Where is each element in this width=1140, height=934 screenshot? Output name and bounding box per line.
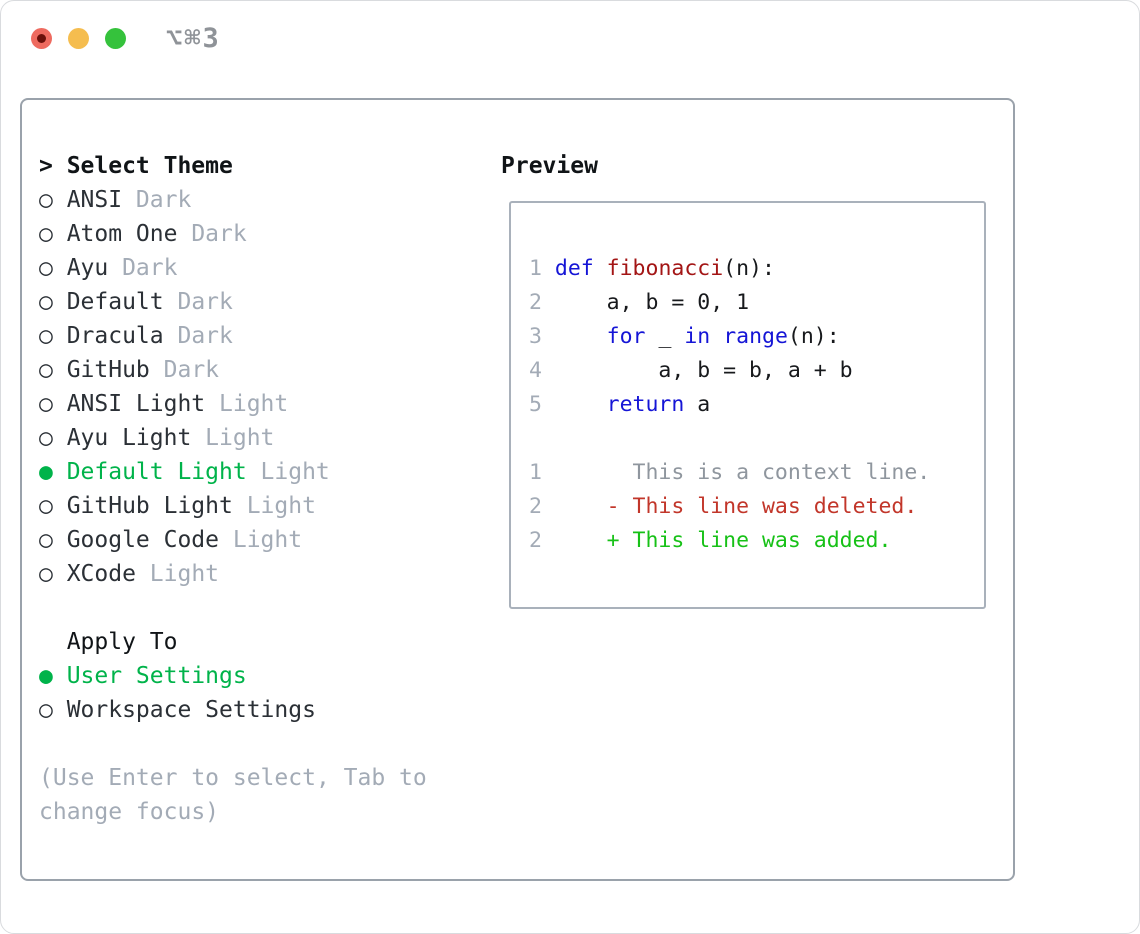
theme-variant: Light [246, 493, 316, 519]
zoom-button[interactable] [105, 28, 126, 49]
minimize-button[interactable] [68, 28, 89, 49]
diff-deleted-line: 2 - This line was deleted. [529, 490, 984, 524]
code-line-4: 4 a, b = b, a + b [529, 354, 984, 388]
theme-name: Default [66, 289, 164, 315]
apply-option-label: Workspace Settings [66, 697, 316, 723]
theme-option-ansi-dark[interactable]: ○ ANSI Dark [39, 183, 427, 217]
line-number: 4 [529, 358, 542, 383]
theme-option-dracula-dark[interactable]: ○ Dracula Dark [39, 319, 427, 353]
theme-variant: Light [149, 561, 220, 587]
radio-icon: ○ [39, 221, 53, 247]
line-number: 2 [529, 290, 542, 315]
theme-option-ayu-dark[interactable]: ○ Ayu Dark [39, 251, 427, 285]
radio-icon: ○ [39, 697, 53, 723]
theme-variant: Dark [191, 221, 247, 247]
theme-option-default-light[interactable]: ● Default Light Light [39, 455, 427, 489]
theme-name: Atom One [66, 221, 178, 247]
theme-variant: Light [232, 527, 303, 553]
theme-name: Ayu Light [66, 425, 192, 451]
theme-option-github-light[interactable]: ○ GitHub Light Light [39, 489, 427, 523]
diff-added-line: 2 + This line was added. [529, 524, 984, 558]
theme-name: XCode [66, 561, 136, 587]
theme-variant: Light [260, 459, 330, 485]
line-number: 5 [529, 392, 542, 417]
apply-to-title: Apply To [66, 629, 178, 655]
apply-option-workspace-settings[interactable]: ○ Workspace Settings [39, 693, 427, 727]
radio-icon: ○ [39, 425, 53, 451]
radio-selected-icon: ● [39, 663, 53, 689]
theme-option-github-dark[interactable]: ○ GitHub Dark [39, 353, 427, 387]
theme-name: Dracula [66, 323, 164, 349]
theme-option-ayu-light[interactable]: ○ Ayu Light Light [39, 421, 427, 455]
theme-name: GitHub Light [66, 493, 233, 519]
spacer [39, 591, 427, 625]
titlebar: ⌥⌘3 [31, 23, 221, 54]
spacer [529, 422, 984, 456]
line-number: 2 [529, 494, 542, 519]
hint-text-line-1: (Use Enter to select, Tab to [39, 765, 427, 791]
theme-option-default-dark[interactable]: ○ Default Dark [39, 285, 427, 319]
theme-option-ansi-light[interactable]: ○ ANSI Light Light [39, 387, 427, 421]
radio-icon: ○ [39, 323, 53, 349]
window-title: ⌥⌘3 [166, 23, 221, 54]
code-line-3: 3 for _ in range(n): [529, 320, 984, 354]
cursor-icon: > [39, 153, 53, 179]
radio-icon: ○ [39, 561, 53, 587]
preview-title: Preview [501, 153, 598, 179]
radio-selected-icon: ● [39, 459, 53, 485]
diff-context-line: 1 This is a context line. [529, 456, 984, 490]
code-line-2: 2 a, b = 0, 1 [529, 286, 984, 320]
radio-icon: ○ [39, 255, 53, 281]
theme-name: Default Light [66, 459, 247, 485]
apply-option-user-settings[interactable]: ● User Settings [39, 659, 427, 693]
theme-variant: Dark [177, 323, 233, 349]
theme-name: Google Code [66, 527, 220, 553]
theme-option-atom-one-dark[interactable]: ○ Atom One Dark [39, 217, 427, 251]
apply-option-label: User Settings [66, 663, 247, 689]
theme-option-google-code[interactable]: ○ Google Code Light [39, 523, 427, 557]
line-number: 2 [529, 528, 542, 553]
line-number: 1 [529, 256, 542, 281]
theme-variant: Light [205, 425, 275, 451]
radio-icon: ○ [39, 391, 53, 417]
theme-variant: Dark [177, 289, 233, 315]
select-theme-title: Select Theme [66, 153, 233, 179]
theme-variant: Dark [163, 357, 220, 383]
theme-variant: Dark [122, 255, 178, 281]
radio-icon: ○ [39, 493, 53, 519]
code-line-5: 5 return a [529, 388, 984, 422]
apply-to-header: Apply To [39, 625, 427, 659]
theme-variant: Light [219, 391, 289, 417]
radio-icon: ○ [39, 187, 53, 213]
theme-name: GitHub [66, 357, 150, 383]
radio-icon: ○ [39, 527, 53, 553]
radio-icon: ○ [39, 289, 53, 315]
line-number: 1 [529, 460, 542, 485]
theme-name: ANSI [66, 187, 123, 213]
select-theme-header: > Select Theme [39, 149, 427, 183]
close-button[interactable] [31, 28, 52, 49]
spacer [39, 727, 427, 761]
line-number: 3 [529, 324, 542, 349]
hint-text-line-2: change focus) [39, 799, 220, 825]
theme-variant: Dark [135, 187, 192, 213]
radio-icon: ○ [39, 357, 53, 383]
theme-name: ANSI Light [66, 391, 206, 417]
theme-name: Ayu [66, 255, 109, 281]
theme-option-xcode[interactable]: ○ XCode Light [39, 557, 427, 591]
